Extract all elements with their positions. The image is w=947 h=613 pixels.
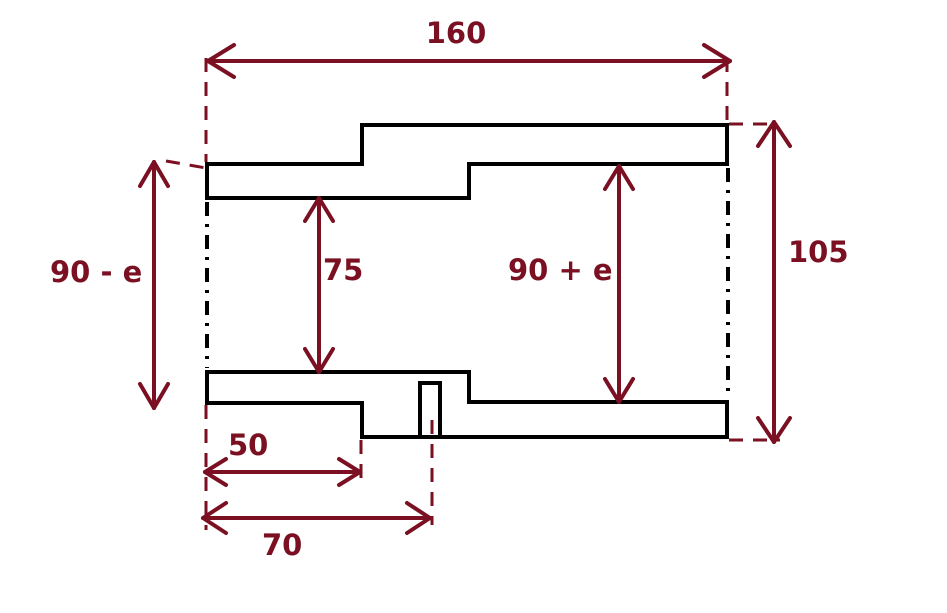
left-bore-label: 90 - e [50,255,142,289]
extension-line-left-top [165,159,207,170]
overall-height-arrow [756,120,792,444]
upper-wall-outline [205,123,729,200]
overall-length-label: 160 [426,16,487,50]
step-offset-label: 50 [228,428,268,462]
right-bore-label: 90 + e [508,253,613,287]
slot-outline [418,381,442,439]
step-offset-arrow [203,457,362,487]
overall-length-arrow [206,43,732,79]
slot-offset-label: 70 [262,528,302,562]
left-bore-arrow [138,160,170,410]
middle-bore-arrow [303,196,335,374]
dimension-arrows [138,43,792,535]
middle-bore-label: 75 [323,253,363,287]
overall-height-label: 105 [788,235,849,269]
lower-wall-outline [205,370,729,439]
extension-lines [165,58,780,530]
slot-offset-arrow [201,501,432,535]
right-bore-arrow [603,164,635,404]
part-outline [205,123,730,439]
dimension-labels: 160 105 90 - e 75 90 + e 50 70 [50,16,849,562]
